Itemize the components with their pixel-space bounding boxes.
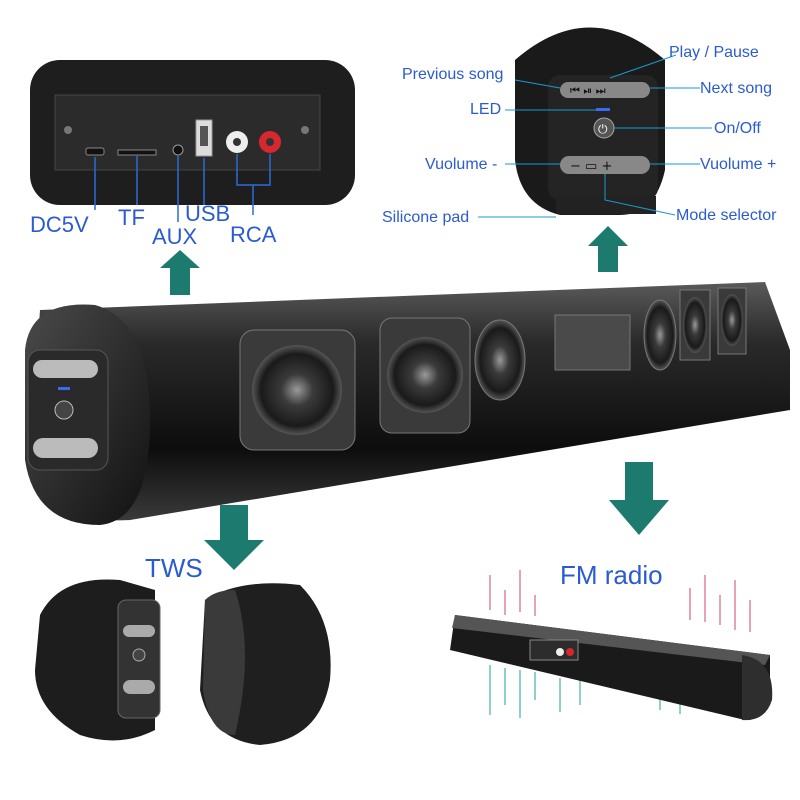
tweeter-2 (643, 299, 677, 371)
previous-song-label: Previous song (402, 66, 504, 83)
tf-slot (117, 149, 157, 156)
svg-text:− ▭ +: − ▭ + (570, 159, 612, 174)
led-indicator (596, 108, 610, 111)
control-panel-image: ⏮ ⏯ ⏭ ⏻ − ▭ + (478, 27, 712, 218)
silicone-pad-label: Silicone pad (382, 209, 470, 226)
aux-port (172, 144, 184, 156)
mode-selector-label: Mode selector (676, 207, 777, 224)
woofer-1 (239, 329, 356, 451)
tweeter-3 (679, 289, 711, 361)
tws-label: TWS (145, 553, 203, 583)
play-pause-label: Play / Pause (669, 44, 759, 61)
volume-buttons (560, 156, 650, 174)
media-buttons (560, 82, 650, 98)
volume-down-label: Vuolume - (425, 156, 498, 173)
led-label: LED (470, 101, 502, 118)
soundbar-main-image (25, 282, 790, 525)
tws-speakers-image (35, 579, 331, 745)
arrow-up-left (160, 250, 200, 295)
fm-radio-image (450, 570, 773, 721)
svg-text:⏮ ⏯ ⏭: ⏮ ⏯ ⏭ (570, 84, 606, 97)
on-off-label: On/Off (714, 120, 761, 137)
port-panel-image (30, 60, 355, 222)
usb-label: USB (185, 201, 231, 226)
volume-up-label: Vuolume + (700, 156, 777, 173)
dc5v-label: DC5V (30, 212, 89, 237)
dc5v-port (85, 147, 105, 156)
arrow-up-right (588, 226, 628, 272)
fm-radio-label: FM radio (560, 560, 663, 590)
next-song-label: Next song (700, 80, 773, 97)
svg-text:⏻: ⏻ (598, 122, 608, 136)
tweeter-4 (717, 287, 747, 355)
aux-label: AUX (152, 224, 198, 249)
woofer-2 (379, 317, 471, 434)
rca-label: RCA (230, 222, 277, 247)
tf-label: TF (118, 205, 145, 230)
arrow-down-left (204, 505, 264, 570)
tweeter-1 (474, 319, 526, 401)
fm-port-panel (529, 639, 579, 661)
arrow-down-right (609, 462, 669, 535)
center-module (554, 314, 631, 371)
